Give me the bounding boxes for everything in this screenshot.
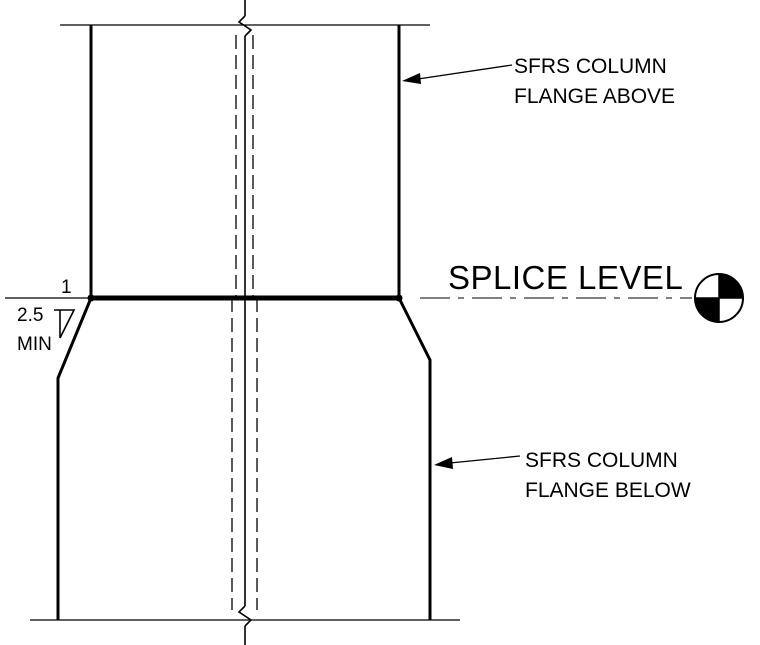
upper-web-hidden-lines <box>235 35 254 298</box>
upper-flange-label-line2: FLANGE ABOVE <box>514 85 675 108</box>
slope-min-label: MIN <box>17 334 52 355</box>
upper-flange-label-line1: SFRS COLUMN <box>514 55 667 78</box>
lower-web-hidden-lines <box>231 298 258 610</box>
lower-column-flange <box>56 297 432 620</box>
column-centerline <box>237 0 253 645</box>
elevation-target-icon <box>694 273 744 323</box>
slope-rise-label: 1 <box>61 277 72 298</box>
slope-triangle-icon <box>54 309 76 339</box>
upper-column-flange <box>89 25 401 298</box>
leader-arrow-upper <box>402 64 513 84</box>
weld-end-dot-right <box>395 294 403 302</box>
splice-level-label: SPLICE LEVEL <box>448 259 683 296</box>
lower-flange-label-line1: SFRS COLUMN <box>525 449 678 472</box>
leader-arrow-lower <box>434 455 521 469</box>
slope-run-label: 2.5 <box>17 305 43 326</box>
lower-flange-label-line2: FLANGE BELOW <box>525 479 691 502</box>
